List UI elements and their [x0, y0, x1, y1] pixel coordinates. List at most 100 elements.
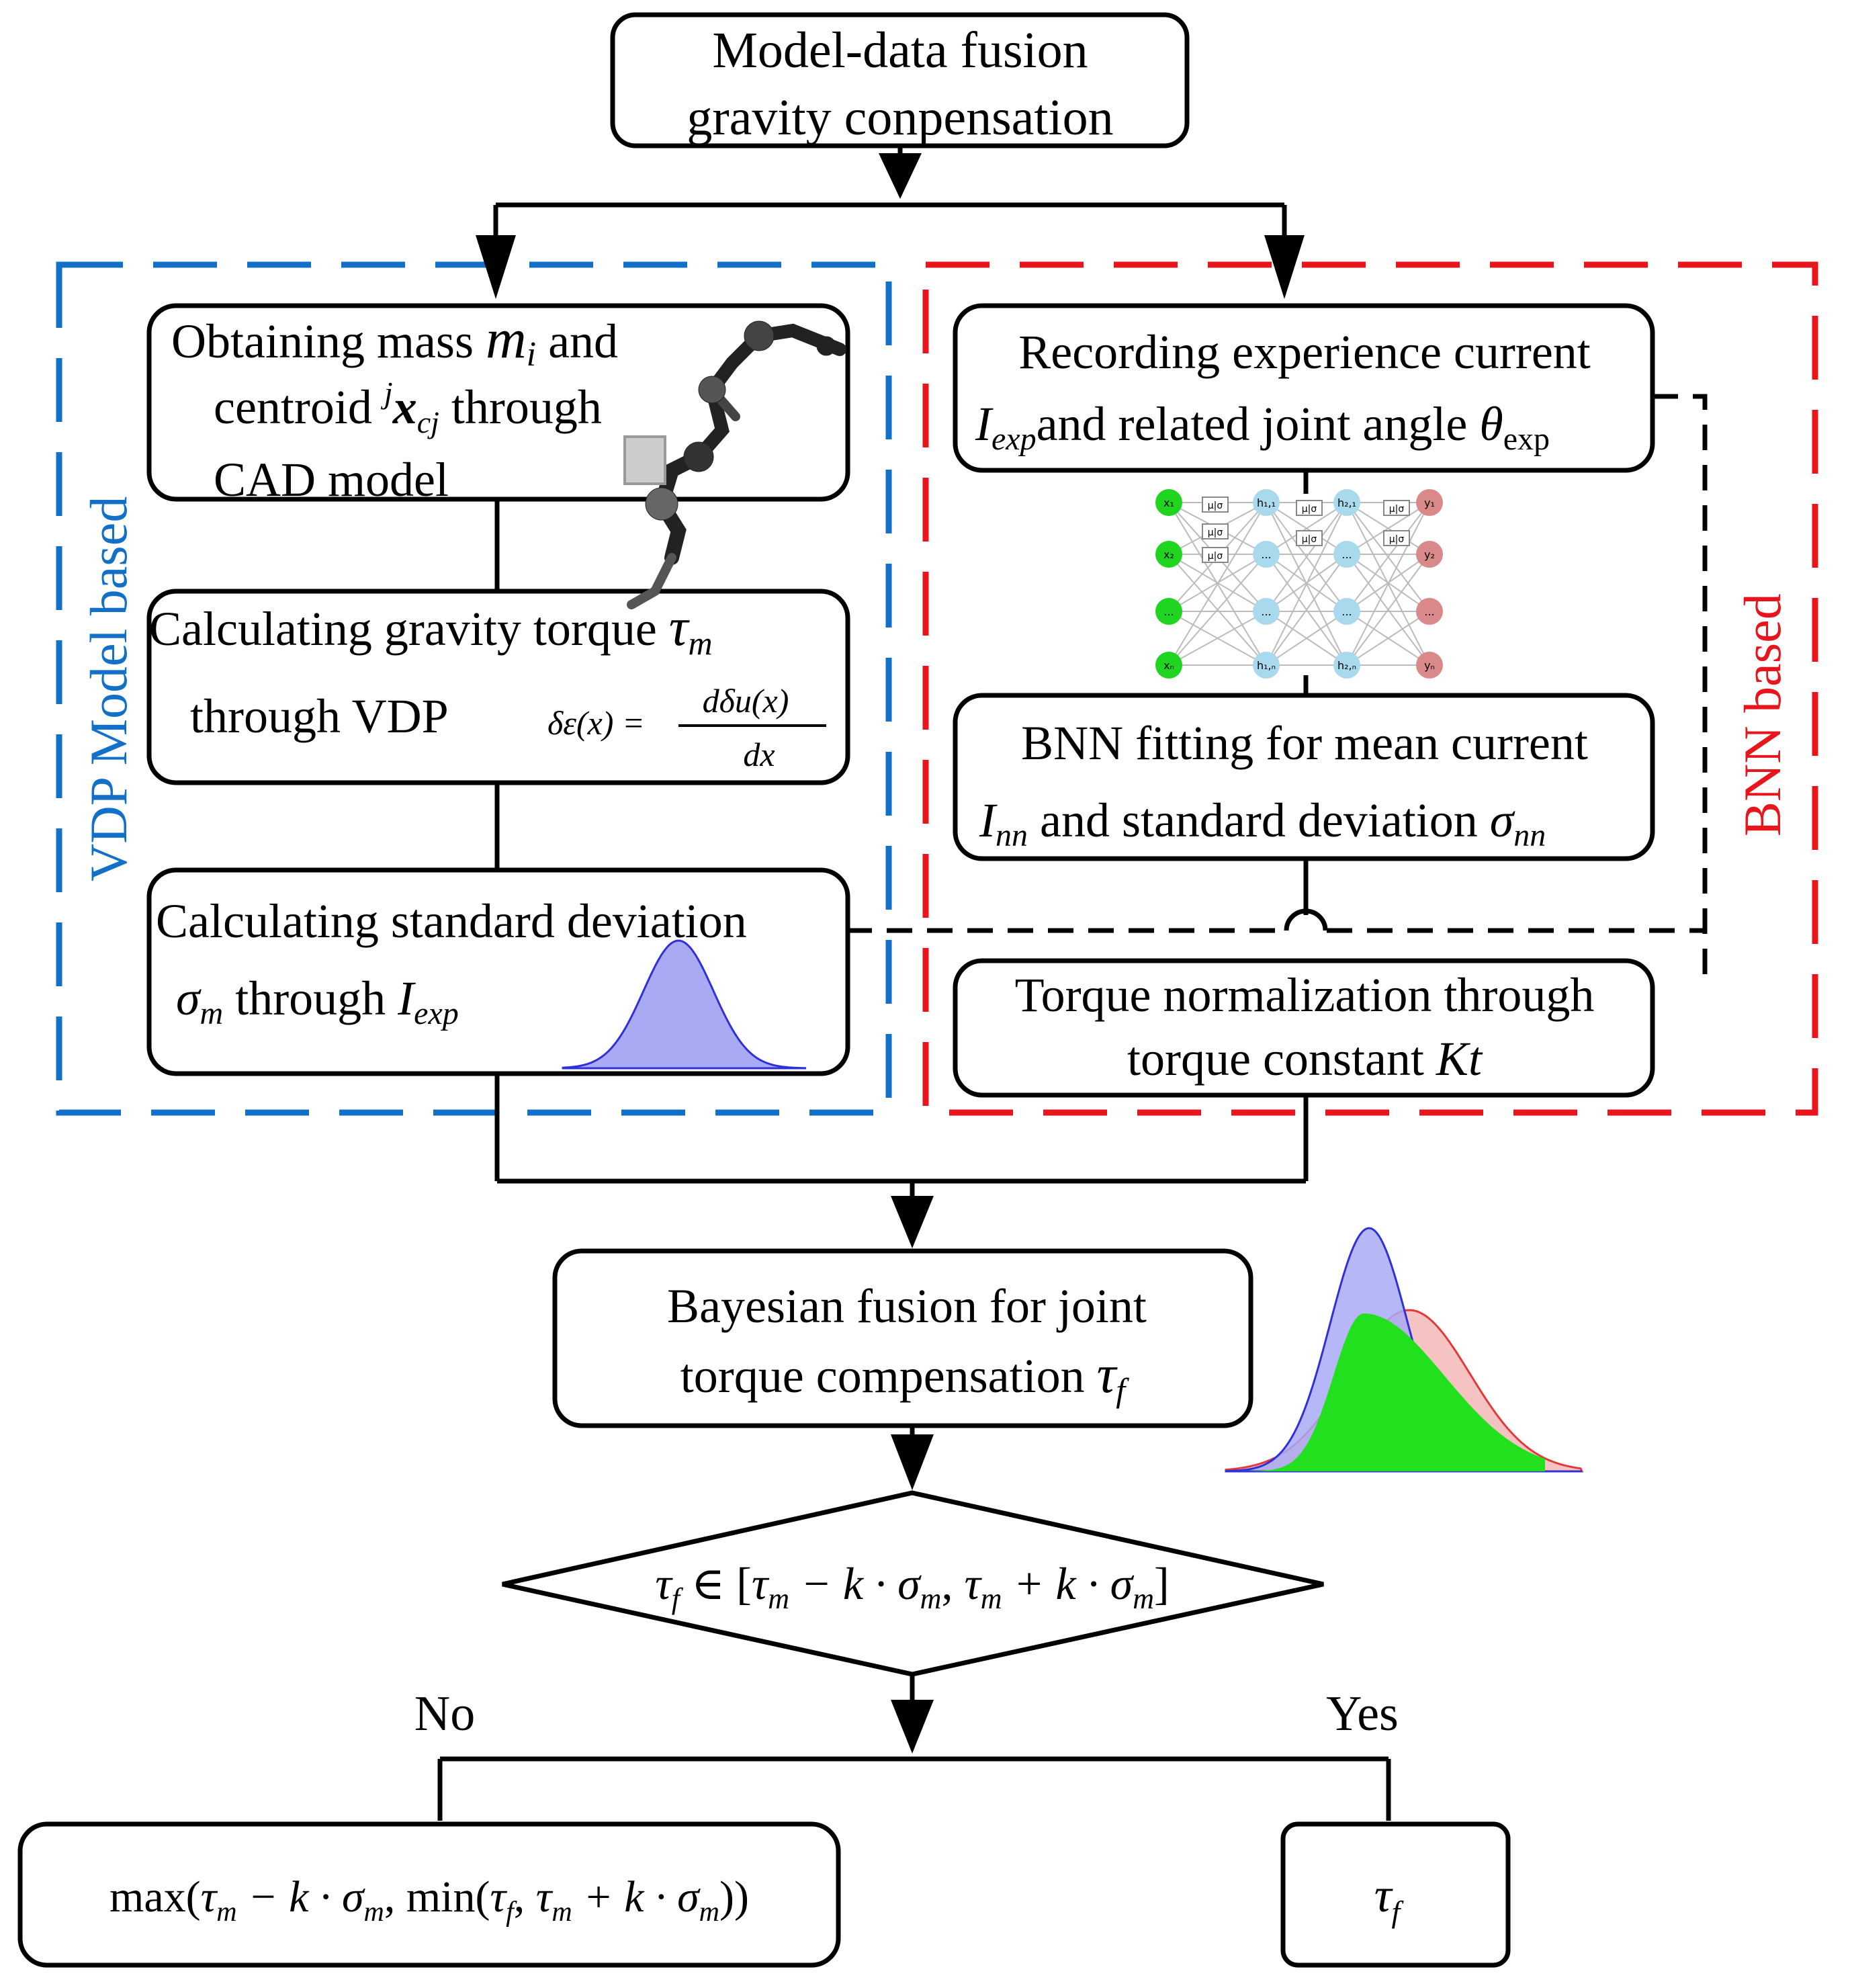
- result-no-formula: max(τm − k · σm, min(τf, τm + k · σm)): [109, 1872, 749, 1928]
- vdp-box1-line1: Obtaining mass mi and: [171, 308, 618, 374]
- nn-param-label: μ|σ: [1208, 501, 1223, 511]
- nn-edge: [1266, 502, 1348, 555]
- fusion-box: [552, 1248, 1253, 1428]
- nn-node-label: ...: [1261, 548, 1271, 561]
- vdp-box2-line1: Calculating gravity torque τm: [149, 598, 713, 662]
- fusion-line2: torque compensation τf: [680, 1345, 1129, 1409]
- nn-param-tag: [1202, 523, 1229, 539]
- nn-node: [1253, 489, 1280, 516]
- nn-node: [1416, 652, 1443, 679]
- nn-node-label: h₁,₁: [1257, 496, 1276, 509]
- nn-edge: [1266, 554, 1348, 666]
- nn-param-tag: [1383, 500, 1410, 516]
- fusion-line1: Bayesian fusion for joint: [667, 1279, 1147, 1333]
- nn-param-tag: [1296, 530, 1323, 546]
- vdp-box-torque: [146, 589, 850, 785]
- vdp-box3-line1: Calculating standard deviation: [156, 894, 747, 948]
- gaussian-blue-curve: [562, 939, 807, 1070]
- bnn-box-record: [953, 303, 1655, 473]
- bnn-box3-line2: torque constant Kt: [1127, 1032, 1483, 1086]
- nn-param-label: μ|σ: [1389, 534, 1405, 545]
- nn-node-label: h₁,ₙ: [1257, 659, 1276, 672]
- nn-node: [1155, 652, 1182, 679]
- vdp-group-label: VDP Model based: [79, 496, 138, 881]
- nn-node: [1416, 489, 1443, 516]
- line-hop: [1284, 908, 1328, 931]
- bnn-box-fit: [953, 693, 1655, 861]
- vdp-equation-num: dδu(x): [703, 682, 789, 720]
- branch-no-label: No: [414, 1686, 475, 1741]
- bnn-box-normalize: [953, 958, 1655, 1098]
- nn-param-label: μ|σ: [1302, 534, 1317, 545]
- nn-node: [1416, 598, 1443, 625]
- arrowheads: [476, 153, 1305, 1754]
- nn-param-label: μ|σ: [1208, 551, 1223, 562]
- nn-node-label: yₙ: [1424, 659, 1435, 672]
- vdp-group-border: [56, 261, 892, 1116]
- title-line-1: Model-data fusion: [712, 22, 1088, 79]
- vdp-equation-lhs: δε(x) =: [547, 704, 645, 742]
- vdp-box2-line2: through VDP: [190, 689, 449, 743]
- nn-node: [1155, 541, 1182, 568]
- vdp-box-cad: [146, 303, 850, 502]
- nn-param-tag: [1202, 547, 1229, 563]
- nn-edge: [1346, 502, 1430, 666]
- nn-node-label: ...: [1341, 605, 1352, 618]
- nn-node: [1253, 652, 1280, 679]
- nn-node: [1155, 598, 1182, 625]
- branch-yes-label: Yes: [1326, 1686, 1399, 1741]
- nn-node-label: h₂,₁: [1337, 496, 1356, 509]
- nn-node: [1333, 541, 1360, 568]
- vdp-box1-line3: CAD model: [214, 453, 449, 507]
- nn-edge: [1346, 502, 1430, 555]
- bnn-feedback-loop: [846, 394, 1708, 974]
- nn-node-label: y₂: [1424, 548, 1435, 561]
- nn-edge: [1346, 502, 1430, 612]
- title-line-2: gravity conpensation: [687, 89, 1113, 146]
- nn-edge: [1266, 611, 1348, 666]
- bnn-group-border: [922, 261, 1818, 1116]
- nn-node: [1253, 541, 1280, 568]
- nn-node-label: ...: [1424, 605, 1434, 618]
- nn-param-tag: [1296, 500, 1323, 516]
- nn-node-label: y₁: [1424, 496, 1435, 509]
- nn-edge: [1168, 502, 1267, 666]
- bnn-box3-line1: Torque normalization through: [1015, 968, 1595, 1022]
- nn-param-label: μ|σ: [1302, 504, 1317, 515]
- bnn-box2-line2: Inn and standard deviation σnn: [979, 793, 1546, 853]
- nn-node: [1155, 489, 1182, 516]
- bnn-box1-line2: Iexpand related joint angle θexp: [975, 397, 1550, 457]
- nn-param-label: μ|σ: [1389, 504, 1405, 515]
- nn-param-label: μ|σ: [1208, 527, 1223, 538]
- robot-arm-image: [623, 320, 846, 609]
- nn-node-label: xₙ: [1163, 659, 1174, 672]
- nn-node: [1416, 541, 1443, 568]
- nn-edge: [1168, 611, 1267, 666]
- nn-node-label: x₂: [1163, 548, 1174, 561]
- nn-node-label: ...: [1261, 605, 1271, 618]
- nn-edge: [1346, 554, 1430, 666]
- boxes: [17, 12, 1655, 1968]
- vdp-box3-line2: σm through Iexp: [176, 971, 459, 1031]
- nn-param-tag: [1383, 530, 1410, 546]
- nn-edge: [1266, 502, 1348, 612]
- bnn-group-label: BNN based: [1733, 593, 1792, 836]
- vdp-equation-den: dx: [743, 736, 775, 773]
- result-no-box: [17, 1821, 841, 1968]
- nn-node: [1333, 598, 1360, 625]
- nn-edge: [1266, 502, 1348, 666]
- nn-node-label: h₂,ₙ: [1337, 659, 1356, 672]
- nn-node: [1253, 598, 1280, 625]
- nn-param-tag: [1202, 496, 1229, 513]
- nn-edge: [1168, 554, 1267, 666]
- nn-node-label: ...: [1341, 548, 1352, 561]
- nn-node-label: x₁: [1163, 496, 1174, 509]
- gaussian-green-curve: [1236, 1313, 1545, 1471]
- result-yes-box: [1280, 1821, 1511, 1968]
- bnn-box1-line1: Recording experience current: [1018, 325, 1591, 379]
- decision-condition: τf ∈ [τm − k · σm, τm + k · σm]: [655, 1558, 1169, 1615]
- vdp-box1-line2: centroid jxcj through: [214, 376, 602, 439]
- bnn-network-diagram: x₁ x₂... xₙ h₁,₁...... h₁,ₙ h₂,₁...... h₂,ₙ y₁ y…: [1155, 489, 1443, 679]
